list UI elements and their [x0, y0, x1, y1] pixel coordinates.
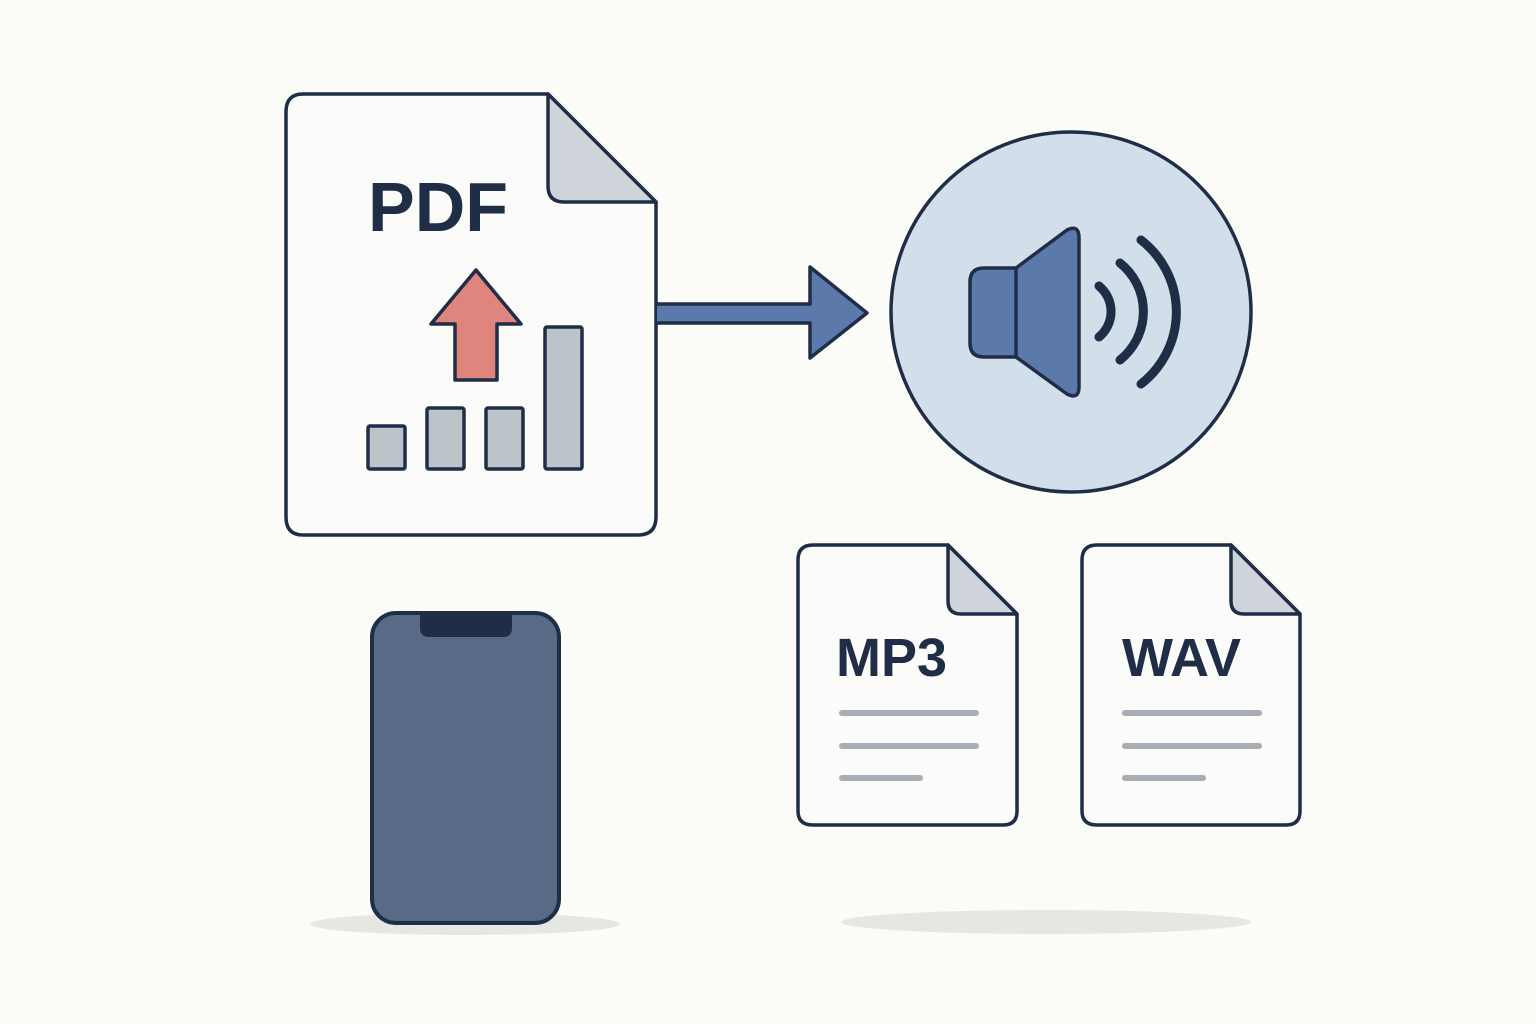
arrow-right-icon — [657, 265, 869, 360]
pdf-label: PDF — [368, 168, 508, 246]
sound-wave-medium — [1115, 258, 1148, 365]
wav-label: WAV — [1122, 628, 1241, 688]
chart-bar — [366, 424, 407, 471]
mp3-text-lines — [839, 710, 979, 781]
phone-notch — [420, 615, 512, 637]
chart-bar — [425, 406, 466, 471]
bar-chart-icon — [366, 325, 584, 471]
chart-bar — [543, 325, 584, 471]
files-shadow — [841, 910, 1251, 934]
mp3-label: MP3 — [836, 628, 947, 688]
mp3-file-icon: MP3 — [796, 543, 1019, 827]
sound-wave-small — [1094, 281, 1116, 342]
speaker-icon — [889, 130, 1253, 494]
wav-file-icon: WAV — [1080, 543, 1302, 827]
pdf-document-icon: PDF — [284, 92, 658, 537]
wav-text-lines — [1122, 710, 1262, 781]
chart-bar — [484, 406, 525, 471]
sound-wave-large — [1136, 235, 1181, 389]
speaker-cone — [968, 226, 1081, 398]
arrow-up-icon — [429, 268, 523, 382]
smartphone-icon — [370, 611, 561, 925]
